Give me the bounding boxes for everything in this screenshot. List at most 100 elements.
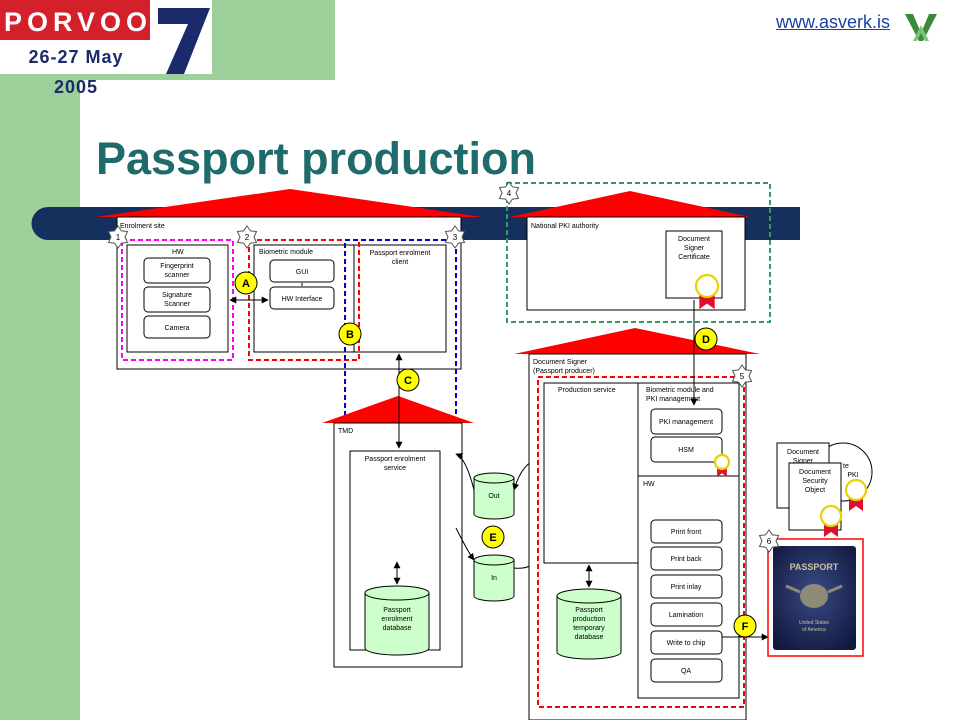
svg-text:PKI management: PKI management <box>646 396 700 403</box>
svg-text:Document Signer: Document Signer <box>533 359 588 366</box>
tmd-label: TMD <box>338 428 353 435</box>
svg-text:enrolment: enrolment <box>381 616 412 623</box>
hsm-label: HSM <box>678 447 694 454</box>
svg-text:temporary: temporary <box>573 625 605 632</box>
website-link[interactable]: www.asverk.is <box>775 12 890 32</box>
svg-text:service: service <box>384 465 406 472</box>
pki-circle-label: PKI <box>847 472 858 479</box>
back-document-suffix: te <box>843 463 849 470</box>
step-marker-5: 5 <box>731 364 753 388</box>
step-marker-label: 5 <box>740 372 745 381</box>
callout-label: A <box>242 278 250 290</box>
fingerprint-scanner <box>143 257 211 284</box>
biometric-module-label: Biometric module <box>259 249 313 256</box>
production-service-label: Production service <box>558 387 616 394</box>
svg-text:Document: Document <box>787 449 819 456</box>
national-pki-label: National PKI authority <box>531 223 599 230</box>
svg-text:United States: United States <box>799 620 830 626</box>
production-step: Print inlay <box>650 574 723 599</box>
svg-text:(Passport producer): (Passport producer) <box>533 368 595 375</box>
enrolment-site-label: Enrolment site <box>120 223 165 230</box>
production-step-label: Lamination <box>669 612 703 619</box>
passport-image-title: PASSPORT <box>790 562 839 572</box>
svg-text:Passport enrolment: Passport enrolment <box>370 250 431 257</box>
callout-c: C <box>396 368 420 392</box>
svg-text:Security: Security <box>802 478 828 485</box>
step-marker-3: 3 <box>444 225 466 249</box>
svg-text:Certificate: Certificate <box>678 254 710 261</box>
svg-text:of America: of America <box>802 627 826 633</box>
svg-text:Object: Object <box>805 487 825 494</box>
asverk-logo-icon <box>905 14 937 41</box>
step-marker-label: 3 <box>453 233 458 242</box>
svg-text:Scanner: Scanner <box>164 301 191 308</box>
signature-scanner <box>143 286 211 313</box>
pki-management-label: PKI management <box>659 419 713 426</box>
event-name: PORVOO <box>4 7 153 37</box>
svg-text:production: production <box>573 616 606 623</box>
step-marker-1: 1 <box>107 225 129 249</box>
certificate-seal-icon <box>844 478 868 511</box>
enrolment-database: Passport enrolment database <box>364 585 430 656</box>
biometric-module-box: Biometric module GUI HW Interface <box>253 244 355 353</box>
step-marker-label: 1 <box>116 233 121 242</box>
step-marker-4: 4 <box>498 181 520 205</box>
hw-interface-box <box>269 286 335 310</box>
svg-text:Signer: Signer <box>684 245 705 252</box>
certificate-seal-icon <box>819 504 843 537</box>
callout-b: B <box>338 322 362 346</box>
dates-banner <box>0 40 150 74</box>
arrow-out-to-tmd <box>455 453 475 491</box>
step-marker-2: 2 <box>236 225 258 249</box>
svg-text:Passport enrolment: Passport enrolment <box>365 456 426 463</box>
pki-management-box <box>650 408 723 435</box>
svg-text:Document: Document <box>799 469 831 476</box>
production-step-label: Write to chip <box>667 640 706 647</box>
out-queue: Out <box>473 472 515 520</box>
production-step-label: Print back <box>670 556 702 563</box>
hw-interface-label: HW Interface <box>282 296 323 303</box>
svg-text:scanner: scanner <box>165 272 191 279</box>
arrow-tmd-to-in <box>455 527 475 561</box>
page-title: Passport production <box>96 133 537 184</box>
svg-text:Signature: Signature <box>162 292 192 299</box>
production-step: Lamination <box>650 602 723 627</box>
svg-text:Signer: Signer <box>793 458 814 465</box>
callout-d: D <box>694 327 718 351</box>
svg-text:Biometric module and: Biometric module and <box>646 387 714 394</box>
producer-hw-label: HW <box>643 481 655 488</box>
hw-box: HW Fingerprint scanner Signature Scanner… <box>126 244 229 353</box>
svg-text:Fingerprint: Fingerprint <box>160 263 194 270</box>
callout-label: F <box>742 621 749 633</box>
production-step: Print back <box>650 546 723 571</box>
callout-label: E <box>489 532 496 544</box>
svg-text:database: database <box>575 634 604 641</box>
production-step-label: Print inlay <box>671 584 702 591</box>
gui-label: GUI <box>296 269 309 276</box>
certificate-seal-icon <box>694 273 720 310</box>
step-marker-label: 2 <box>245 233 250 242</box>
passport-image: PASSPORT United States of America <box>773 546 856 650</box>
camera-label: Camera <box>165 325 190 332</box>
production-database: Passport production temporary database <box>556 588 622 660</box>
callout-label: C <box>404 375 412 387</box>
callout-f: F <box>733 614 757 638</box>
enrolment-client-box: Passport enrolment client <box>353 244 447 353</box>
production-step-label: QA <box>681 668 691 675</box>
svg-text:client: client <box>392 259 408 266</box>
step-marker-6: 6 <box>758 529 780 553</box>
svg-text:database: database <box>383 625 412 632</box>
step-marker-label: 4 <box>507 189 512 198</box>
gui-box <box>269 259 335 283</box>
callout-e: E <box>481 525 505 549</box>
scope-box-4 <box>506 182 771 323</box>
scope-box-5 <box>537 376 745 708</box>
svg-text:Passport: Passport <box>383 607 411 614</box>
hw-label: HW <box>172 249 184 256</box>
production-step: Write to chip <box>650 630 723 655</box>
callout-label: D <box>702 334 710 346</box>
step-marker-label: 6 <box>767 537 772 546</box>
callout-label: B <box>346 329 354 341</box>
hsm-box <box>650 436 723 463</box>
